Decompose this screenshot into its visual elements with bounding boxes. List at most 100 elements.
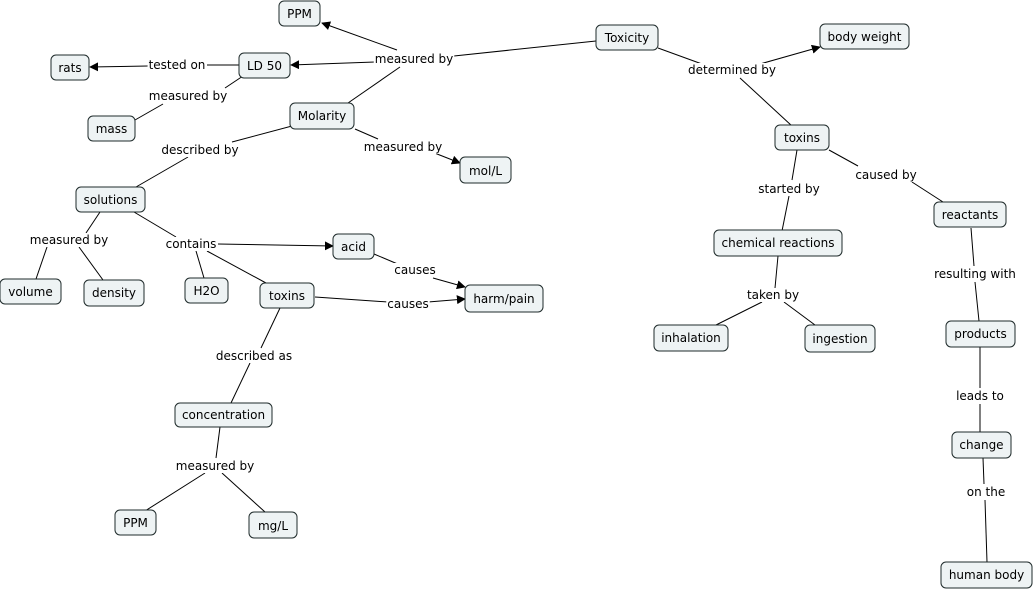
- node-label: H2O: [193, 284, 219, 298]
- link-label-background: [386, 297, 430, 311]
- node-label: LD 50: [247, 59, 282, 73]
- node-density[interactable]: density: [83, 279, 145, 307]
- link-label-background: [28, 233, 110, 247]
- link-measured-by-mol: measured by: [364, 140, 443, 154]
- node-solutions[interactable]: solutions: [75, 186, 146, 213]
- node-label: PPM: [287, 7, 312, 21]
- node-label: rats: [58, 61, 81, 75]
- edge-taken-by-ingestion: [783, 301, 816, 326]
- node-label: chemical reactions: [722, 236, 835, 250]
- node-ppm-bottom[interactable]: PPM: [114, 509, 157, 536]
- edge-solutions-measured-by: [85, 211, 101, 234]
- node-label: toxins: [269, 289, 305, 303]
- edge-toxins-caused-by: [828, 149, 859, 167]
- node-h2o[interactable]: H2O: [184, 277, 229, 304]
- link-label-background: [147, 89, 229, 103]
- edge-change-on-the: [982, 457, 985, 485]
- link-label-background: [362, 140, 444, 154]
- link-label-background: [147, 58, 207, 72]
- link-label-background: [965, 485, 1007, 499]
- edge-caused-by-reactants: [911, 181, 944, 203]
- link-label-background: [393, 263, 437, 277]
- node-products[interactable]: products: [945, 320, 1016, 348]
- node-change[interactable]: change: [951, 431, 1012, 459]
- edge-contains-h2o: [195, 250, 205, 279]
- node-chemical-reactions[interactable]: chemical reactions: [713, 229, 843, 257]
- link-label-background: [933, 267, 1017, 281]
- edge-measured-by-density: [78, 246, 104, 281]
- node-label: acid: [341, 240, 366, 254]
- edge-ld50-measured-by: [224, 75, 244, 89]
- link-measured-by-solutions: measured by: [30, 233, 109, 247]
- node-inhalation[interactable]: inhalation: [653, 324, 729, 352]
- link-label-background: [174, 459, 256, 473]
- node-label: mass: [96, 122, 128, 136]
- node-reactants[interactable]: reactants: [933, 201, 1007, 228]
- node-label: harm/pain: [473, 292, 534, 306]
- link-labels: measured by tested on measured by determ…: [28, 52, 1017, 499]
- node-label: Molarity: [298, 109, 346, 123]
- edge-started-by-chemical: [781, 195, 790, 232]
- link-on-the: on the: [967, 485, 1005, 499]
- edge-chemical-taken-by: [774, 255, 779, 289]
- node-mass[interactable]: mass: [87, 115, 136, 142]
- link-label-background: [955, 389, 1005, 403]
- edge-causes-harm-acid: [432, 277, 466, 290]
- edge-taken-by-inhalation: [715, 301, 763, 326]
- node-label: inhalation: [661, 331, 721, 345]
- node-toxins-left[interactable]: toxins: [259, 282, 315, 309]
- node-label: human body: [949, 568, 1024, 582]
- node-body-weight[interactable]: body weight: [819, 23, 910, 50]
- node-ingestion[interactable]: ingestion: [804, 324, 876, 353]
- edge-toxins-described-as: [260, 307, 281, 349]
- edge-measured-by-ppm: [321, 21, 398, 51]
- node-volume[interactable]: volume: [0, 278, 62, 305]
- link-described-by: described by: [161, 143, 238, 157]
- node-mol-l[interactable]: mol/L: [459, 156, 512, 184]
- node-toxicity[interactable]: Toxicity: [595, 24, 659, 51]
- link-label-background: [757, 182, 821, 196]
- edge-measured-by-mgl: [221, 472, 266, 513]
- node-label: Toxicity: [604, 31, 649, 45]
- edge-described-as-concentration: [230, 362, 251, 404]
- node-ld50[interactable]: LD 50: [238, 52, 291, 79]
- node-label: density: [92, 286, 136, 300]
- node-acid[interactable]: acid: [332, 233, 375, 260]
- node-label: change: [959, 438, 1003, 452]
- node-mg-l[interactable]: mg/L: [248, 511, 298, 539]
- node-concentration[interactable]: concentration: [174, 402, 273, 428]
- edge-reactants-resulting: [970, 227, 975, 267]
- edge-molarity-described-by: [231, 125, 293, 143]
- edge-determined-by-toxins: [739, 77, 793, 127]
- link-label-background: [160, 143, 240, 157]
- edge-molarity-measured-by: [354, 128, 379, 140]
- node-ppm-top[interactable]: PPM: [278, 0, 321, 27]
- edge-solutions-contains: [133, 211, 177, 238]
- edge-causes-harm-toxins: [427, 295, 466, 305]
- edge-toxins-causes: [314, 296, 389, 303]
- link-taken-by: taken by: [747, 288, 799, 302]
- link-label-background: [373, 52, 455, 66]
- link-label-background: [687, 63, 777, 77]
- edge-measured-by-volume: [35, 246, 48, 280]
- link-contains: contains: [166, 237, 217, 251]
- edge-toxicity-determined-by: [657, 47, 703, 65]
- node-rats[interactable]: rats: [50, 54, 90, 81]
- link-determined-by: determined by: [688, 63, 776, 77]
- link-started-by: started by: [758, 182, 819, 196]
- link-causes-toxins: causes: [387, 297, 428, 311]
- node-molarity[interactable]: Molarity: [289, 102, 355, 130]
- node-label: mol/L: [469, 164, 502, 178]
- edge-contains-acid: [217, 241, 334, 251]
- node-harm-pain[interactable]: harm/pain: [464, 284, 544, 313]
- edge-described-by-solutions: [135, 156, 189, 188]
- link-causes-acid: causes: [394, 263, 435, 277]
- node-label: reactants: [942, 208, 999, 222]
- node-label: products: [954, 327, 1006, 341]
- node-label: PPM: [123, 516, 148, 530]
- edges: [35, 21, 988, 563]
- node-toxins-right[interactable]: toxins: [774, 124, 830, 151]
- node-human-body[interactable]: human body: [940, 561, 1033, 589]
